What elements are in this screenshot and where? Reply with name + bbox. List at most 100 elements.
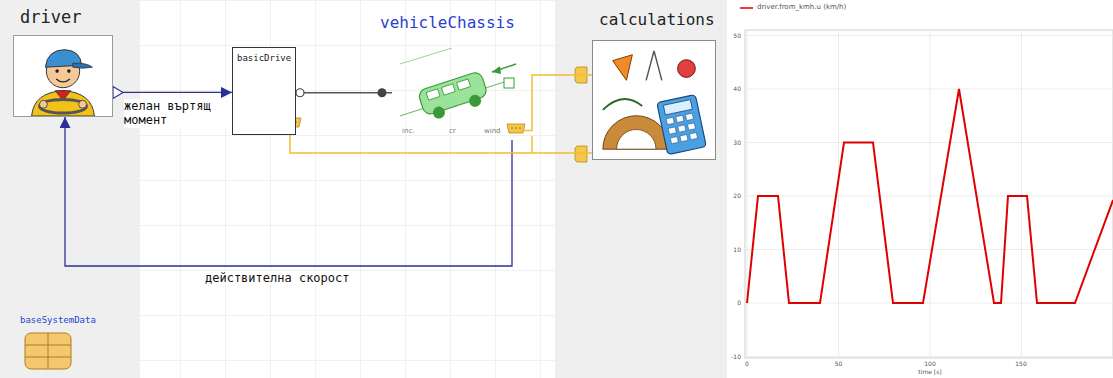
driver-illustration-part [67, 69, 71, 73]
tick-label: 20 [729, 193, 741, 199]
port-label: cr [449, 127, 456, 135]
table-illustration [24, 332, 72, 370]
driver-illustration-part [55, 69, 59, 73]
drive-block: basicDrive [232, 47, 296, 135]
calculations-illustration-part [666, 113, 697, 144]
calculations-illustration-part [657, 95, 707, 155]
diagram-ground [0, 0, 727, 378]
calculations-illustration-part [617, 130, 656, 150]
legend-line [740, 7, 753, 9]
tick-label: 40 [729, 86, 741, 92]
vehicle-illustration [392, 44, 520, 140]
driver-illustration-part [32, 91, 95, 116]
block-heading: baseSystemData [20, 315, 96, 325]
output-port [113, 86, 123, 98]
tick-label: 150 [1013, 361, 1029, 367]
flange-filled [378, 88, 387, 97]
driver-illustration-part [39, 100, 47, 108]
driver-illustration-part [39, 99, 86, 113]
table-illustration-part [25, 333, 71, 369]
calculations-illustration-part-part [680, 135, 688, 142]
calculations-illustration-part-part [688, 123, 696, 130]
bus-connector-dots-part [511, 127, 513, 129]
calculations-illustration-part-part [678, 125, 686, 132]
bus-connector-dots-part [519, 127, 521, 129]
chart-grid-part [745, 142, 1113, 143]
port-label: inc. [402, 127, 414, 135]
calculations-illustration-part-part [685, 113, 693, 120]
chart-grid-part [745, 249, 1113, 250]
calculations-illustration-part-part [668, 127, 676, 134]
plot-frame [745, 30, 1113, 358]
tick-label: 10 [729, 247, 741, 253]
bus-connector-part [575, 146, 587, 162]
calculations-illustration-part [646, 51, 662, 80]
chart-grid-part [747, 30, 748, 358]
connector [290, 135, 592, 153]
flange-open [296, 89, 304, 97]
calculations-block: calculations [592, 40, 716, 160]
block-heading: calculations [599, 11, 715, 29]
chart-grid [745, 30, 1113, 358]
vehicle-illustration-part-part [441, 84, 455, 95]
calculations-illustration-part [603, 116, 670, 149]
vehicle-illustration-part-part [426, 89, 440, 100]
vehicle-illustration-part-part [431, 105, 446, 120]
connector [520, 75, 592, 130]
calculations-band [555, 0, 727, 378]
tick-label: 0 [729, 300, 741, 306]
chart-grid-part [1021, 30, 1022, 358]
bus-connector [283, 67, 587, 162]
tick-label: 50 [729, 33, 741, 39]
block-heading: driver [20, 8, 81, 28]
block-heading: vehicleChassis [380, 14, 515, 32]
legend-text: driver.from_kmh.u (km/h) [757, 4, 846, 11]
tick-label: 0 [741, 361, 753, 367]
driver-illustration-part [73, 63, 93, 68]
connector [113, 92, 232, 93]
chart-grid-part [745, 35, 1113, 36]
vehicle-illustration-part [400, 48, 452, 64]
chart-grid-part [745, 89, 1113, 90]
bus-connector-part [507, 124, 525, 133]
calculations-illustration-part-part [676, 115, 684, 122]
connector [65, 117, 512, 266]
calculations-illustration [593, 41, 715, 159]
chart-grid-part [745, 356, 1113, 357]
driver-band [0, 0, 140, 378]
tick-label: 100 [922, 361, 938, 367]
driver-block: driver [13, 35, 113, 117]
driver-illustration-part [56, 79, 70, 82]
chassis-block: vehicleChassisinc.crwind [392, 44, 520, 140]
calculations-illustration-part [613, 55, 633, 81]
speed-curve [747, 89, 1113, 303]
port-label: wind [484, 127, 501, 135]
table-illustration-part [25, 333, 71, 369]
calculations-illustration-part-part [670, 137, 678, 144]
chart-ground [727, 0, 1113, 378]
tick-label: 50 [832, 361, 845, 367]
chart-grid-part [838, 30, 839, 358]
axis-title: time [s] [912, 369, 948, 375]
vehicle-illustration-part-part [468, 93, 483, 108]
vehicle-illustration-part [504, 78, 514, 88]
edge-label: желан въртящ момент [124, 99, 230, 128]
calculations-illustration-part [663, 100, 692, 115]
driver-illustration [14, 36, 112, 116]
chart-grid-part [745, 196, 1113, 197]
tick-label: -10 [727, 354, 741, 360]
chart-grid-part [930, 30, 931, 358]
driver-illustration-part [79, 100, 87, 108]
vehicle-illustration-part [417, 71, 490, 123]
vehicle-illustration-part-part [457, 79, 471, 90]
tick-label: 30 [729, 140, 741, 146]
calculations-illustration-part-part [666, 117, 674, 124]
vehicle-illustration-part [492, 66, 501, 74]
grid [0, 0, 727, 378]
system-data-block: baseSystemData [24, 332, 72, 370]
calculations-illustration-part [603, 99, 642, 110]
